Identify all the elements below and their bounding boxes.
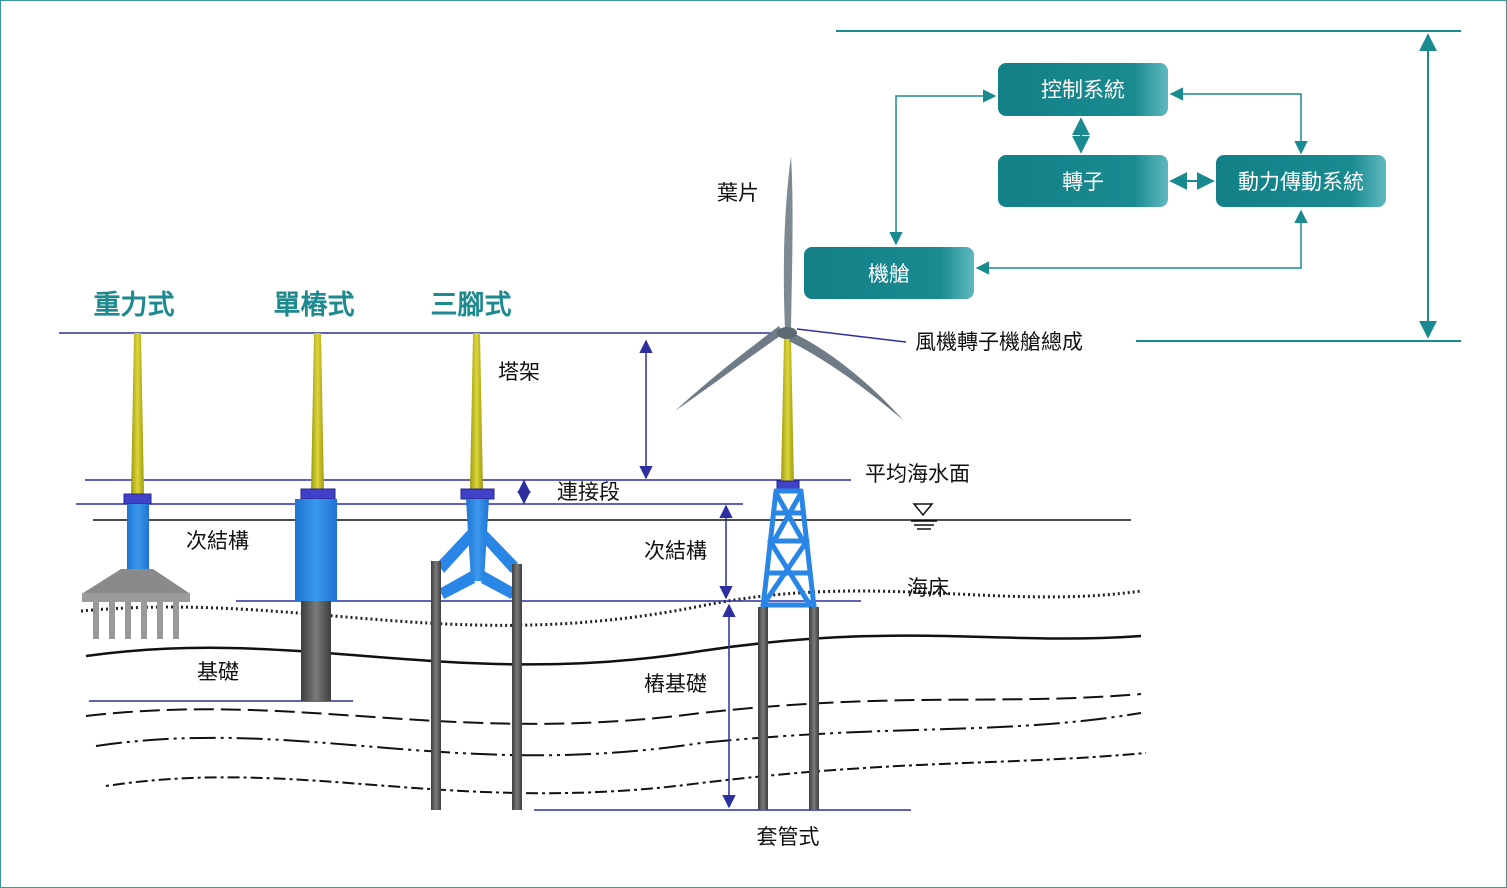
tripod-column	[466, 499, 489, 581]
blade-up	[783, 156, 793, 329]
foundation-label: 基礎	[197, 660, 239, 684]
tripod-brace-left	[437, 529, 473, 573]
link-nacelle-control	[889, 89, 997, 246]
control-system-box: 控制系統	[998, 63, 1168, 116]
soil-layer-2	[85, 693, 1142, 725]
gravity-transition-piece	[123, 493, 152, 505]
jacket-type-label: 套管式	[757, 825, 820, 849]
monopile-tower	[311, 333, 324, 491]
monopile-pile	[301, 601, 331, 701]
gravity-type-label: 重力式	[94, 290, 175, 321]
tripod-pile-right	[512, 564, 522, 810]
tripod-type-label: 三腳式	[431, 290, 512, 321]
gravity-piles	[93, 602, 179, 639]
blade-left	[675, 326, 783, 411]
tripod-tower	[470, 333, 483, 491]
drivetrain-box: 動力傳動系統	[1216, 155, 1386, 207]
blade-right	[789, 333, 904, 421]
jacket-turbine	[758, 337, 819, 810]
nacelle-label: 機艙	[868, 262, 910, 286]
rna-label: 風機轉子機艙總成	[915, 330, 1083, 354]
water-level-symbol	[911, 503, 937, 530]
tower-label: 塔架	[498, 360, 540, 384]
jacket-tower	[781, 337, 794, 483]
rotor-label: 轉子	[1062, 170, 1104, 194]
soil-layer-3	[95, 712, 1142, 757]
tripod-brace-right	[482, 529, 518, 573]
nacelle-box: 機艙	[804, 247, 974, 299]
jacket-pile-right	[809, 607, 819, 810]
rna-leader-line	[796, 328, 907, 343]
substructure-label-left: 次結構	[186, 529, 249, 553]
pile-foundation-label: 樁基礎	[644, 672, 707, 696]
gravity-foundation-turbine	[82, 333, 190, 639]
jacket-frame	[760, 488, 817, 610]
rotor-blades	[675, 156, 904, 421]
gravity-substructure	[127, 504, 149, 571]
tripod-pile-left	[431, 561, 441, 810]
gravity-base-plate	[82, 593, 190, 602]
link-drivetrain-nacelle	[975, 209, 1308, 275]
gravity-tower	[131, 333, 144, 495]
transition-label: 連接段	[557, 480, 620, 504]
tripod-lower-left	[439, 571, 475, 599]
blade-label: 葉片	[717, 181, 759, 205]
drivetrain-label: 動力傳動系統	[1238, 170, 1364, 194]
seabed-label: 海床	[907, 576, 949, 600]
tripod-transition-piece	[460, 488, 495, 500]
monopile-transition-piece	[300, 488, 336, 500]
substructure-label-right: 次結構	[644, 539, 707, 563]
tripod-lower-right	[481, 571, 516, 599]
rotor-box: 轉子	[998, 155, 1168, 207]
link-control-drivetrain	[1169, 87, 1308, 155]
control-system-label: 控制系統	[1041, 78, 1125, 102]
jacket-transition-piece	[776, 480, 800, 490]
jacket-pile-left	[758, 607, 768, 810]
soil-layer-4	[105, 752, 1147, 795]
msl-label: 平均海水面	[865, 462, 970, 486]
monopile-turbine	[295, 333, 337, 701]
soil-layer-1	[85, 634, 1142, 666]
nacelle-hub	[777, 327, 797, 339]
monopile-substructure	[295, 499, 337, 601]
monopile-type-label: 單樁式	[274, 290, 355, 321]
gravity-base-slab	[83, 569, 189, 593]
seabed-line	[80, 589, 1142, 627]
tripod-turbine	[431, 333, 522, 810]
